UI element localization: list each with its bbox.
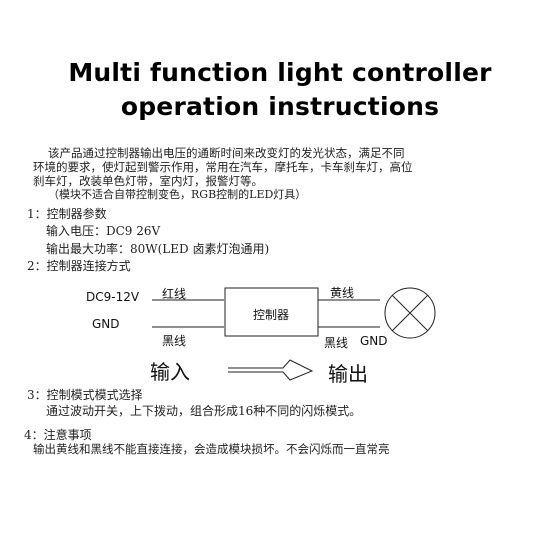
intro-line-4: （模块不适合自带控制变色，RGB控制的LED灯具） bbox=[48, 188, 307, 201]
direction-arrow-icon bbox=[228, 359, 314, 381]
section-1-heading: 1：控制器参数 bbox=[27, 207, 107, 221]
intro-line-3: 刹车灯，改装单色灯带，室内灯，报警灯等。 bbox=[33, 174, 263, 188]
section-1-line-1: 输入电压：DC9 26V bbox=[46, 224, 161, 238]
lamp-cross-b bbox=[391, 294, 429, 332]
section-4-heading: 4：注意事项 bbox=[24, 428, 92, 442]
lamp-icon bbox=[384, 287, 436, 339]
black-wire-in-label: 黑线 bbox=[162, 334, 187, 348]
gnd-label: GND bbox=[92, 317, 120, 331]
section-3-line: 通过波动开关，上下拨动，组合形成16种不同的闪烁模式。 bbox=[46, 404, 362, 418]
dc-label: DC9-12V bbox=[86, 290, 140, 304]
yellow-wire-label: 黄线 bbox=[330, 286, 355, 300]
gnd-out-label: GND bbox=[360, 334, 388, 348]
controller-label: 控制器 bbox=[253, 308, 290, 322]
section-2-heading: 2：控制器连接方式 bbox=[27, 259, 131, 273]
red-wire-label: 红线 bbox=[162, 287, 187, 301]
intro-line-1: 该产品通过控制器输出电压的通断时间来改变灯的发光状态，满足不同 bbox=[48, 146, 405, 160]
controller-box bbox=[224, 287, 319, 337]
section-1-line-2: 输出最大功率：80W(LED 卤素灯泡通用) bbox=[46, 242, 270, 256]
title-line-1: Multi function light controller bbox=[68, 58, 492, 87]
section-4-line: 输出黄线和黑线不能直接连接，会造成模块损坏。不会闪烁而一直常亮 bbox=[33, 442, 390, 456]
input-label: 输入 bbox=[150, 360, 190, 384]
section-3-heading: 3：控制模式模式选择 bbox=[27, 388, 143, 402]
wiring-diagram: DC9-12V GND 红线 黑线 控制器 黄线 黑线 GND 输入 输出 bbox=[0, 280, 540, 390]
black-wire-out-label: 黑线 bbox=[324, 336, 349, 350]
wiring-diagram-svg bbox=[152, 287, 436, 381]
title-line-2: operation instructions bbox=[120, 92, 440, 121]
intro-line-2: 环境的要求，使灯起到警示作用，常用在汽车，摩托车，卡车刹车灯，高位 bbox=[33, 160, 413, 174]
output-label: 输出 bbox=[328, 362, 368, 386]
